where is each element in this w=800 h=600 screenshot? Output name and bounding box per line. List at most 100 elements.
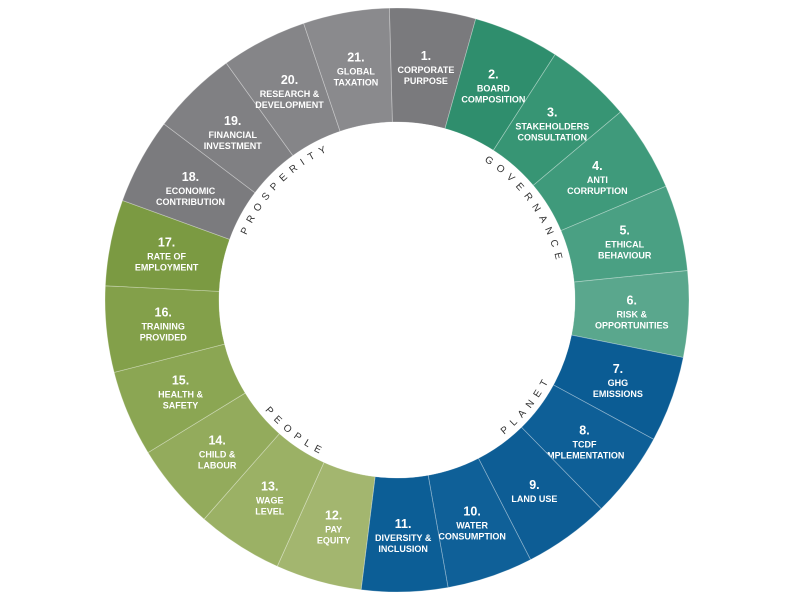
segment-title-line: RATE OF — [147, 252, 186, 262]
segment-number: 16. — [155, 306, 172, 320]
segment-label: 9. LAND USE — [511, 478, 557, 504]
segment-number: 19. — [224, 114, 241, 128]
segment-title-line: IMPLEMENTATION — [545, 451, 625, 461]
segment-title-line: SAFETY — [163, 401, 199, 411]
segment-number: 9. — [529, 478, 539, 492]
segment-shape — [113, 343, 246, 454]
segment-shape — [427, 457, 532, 588]
segment-title-line: PROVIDED — [140, 333, 188, 343]
segment-title-line: WATER — [456, 521, 488, 531]
segment-number: 5. — [619, 224, 629, 238]
segment-shape — [147, 392, 280, 520]
segment-title-line: WAGE — [256, 496, 284, 506]
segment-title-line: ECONOMIC — [166, 186, 216, 196]
segment-number: 17. — [158, 236, 175, 250]
segment-title-line: BEHAVIOUR — [598, 251, 652, 261]
segment-label: 6. RISK &OPPORTUNITIES — [595, 293, 669, 330]
wheel-center — [219, 122, 575, 478]
segment-title-line: DIVERSITY & — [375, 533, 432, 543]
segment-shape — [104, 285, 226, 373]
segment-number: 2. — [488, 68, 498, 82]
segment-title-line: STAKEHOLDERS — [515, 122, 589, 132]
segment-title-line: PAY — [325, 524, 342, 534]
segment-title-line: INCLUSION — [378, 544, 428, 554]
segment-title-line: LAND USE — [511, 494, 557, 504]
segment-title-line: HEALTH & — [158, 390, 203, 400]
segment-title-line: LEVEL — [255, 507, 285, 517]
segment-number: 20. — [281, 73, 298, 87]
segment-shape — [492, 53, 622, 186]
segment-title-line: OPPORTUNITIES — [595, 320, 669, 330]
segment-title-line: PURPOSE — [404, 76, 448, 86]
segment-number: 14. — [208, 433, 225, 447]
segment-title-line: TCDF — [573, 440, 597, 450]
segment-number: 21. — [347, 51, 364, 65]
segment-title-line: BOARD — [477, 84, 510, 94]
segment-number: 10. — [463, 505, 480, 519]
segment-title-line: GLOBAL — [337, 67, 375, 77]
segment-number: 6. — [627, 293, 637, 307]
segment-health-and-safety: 15. HEALTH &SAFETY — [113, 343, 246, 454]
segment-title-line: LABOUR — [198, 460, 237, 470]
segment-number: 12. — [325, 508, 342, 522]
segment-child-and-labour: 14.CHILD &LABOUR — [147, 392, 280, 520]
segment-title-line: CONSUMPTION — [438, 532, 506, 542]
segment-title-line: TRAINING — [141, 322, 185, 332]
segment-label: 14.CHILD &LABOUR — [198, 433, 237, 470]
segment-title-line: ETHICAL — [605, 240, 644, 250]
segment-title-line: RISK & — [616, 309, 647, 319]
segment-title-line: CORRUPTION — [567, 186, 628, 196]
segment-title-line: GHG — [608, 378, 629, 388]
segment-title-line: EMPLOYMENT — [135, 263, 199, 273]
segment-title-line: INVESTMENT — [204, 141, 263, 151]
segment-title-line: DEVELOPMENT — [255, 100, 324, 110]
segment-shape — [104, 199, 231, 292]
segment-label: 20. RESEARCH &DEVELOPMENT — [255, 73, 324, 110]
segment-label: 15. HEALTH &SAFETY — [158, 374, 203, 411]
segment-title-line: FINANCIAL — [208, 130, 257, 140]
segment-title-line: ANTI — [587, 175, 608, 185]
segment-number: 8. — [579, 424, 589, 438]
segment-title-line: EQUITY — [317, 535, 351, 545]
segment-shape — [552, 334, 684, 440]
segment-number: 18. — [182, 170, 199, 184]
segment-title-line: CONTRIBUTION — [156, 197, 225, 207]
segment-title-line: CONSULTATION — [518, 133, 588, 143]
segment-title-line: RESEARCH & — [260, 89, 320, 99]
segment-label: 11.DIVERSITY &INCLUSION — [375, 517, 432, 554]
segment-title-line: EMISSIONS — [593, 389, 643, 399]
segment-number: 4. — [592, 159, 602, 173]
segment-number: 13. — [261, 480, 278, 494]
segment-title-line: TAXATION — [334, 78, 379, 88]
segment-number: 3. — [547, 106, 557, 120]
segment-number: 15. — [172, 374, 189, 388]
segment-number: 1. — [421, 49, 431, 63]
segment-diversity-and-inclusion: 11.DIVERSITY &INCLUSION — [360, 474, 449, 593]
segment-number: 7. — [613, 362, 623, 376]
segment-title-line: CORPORATE — [398, 65, 455, 75]
